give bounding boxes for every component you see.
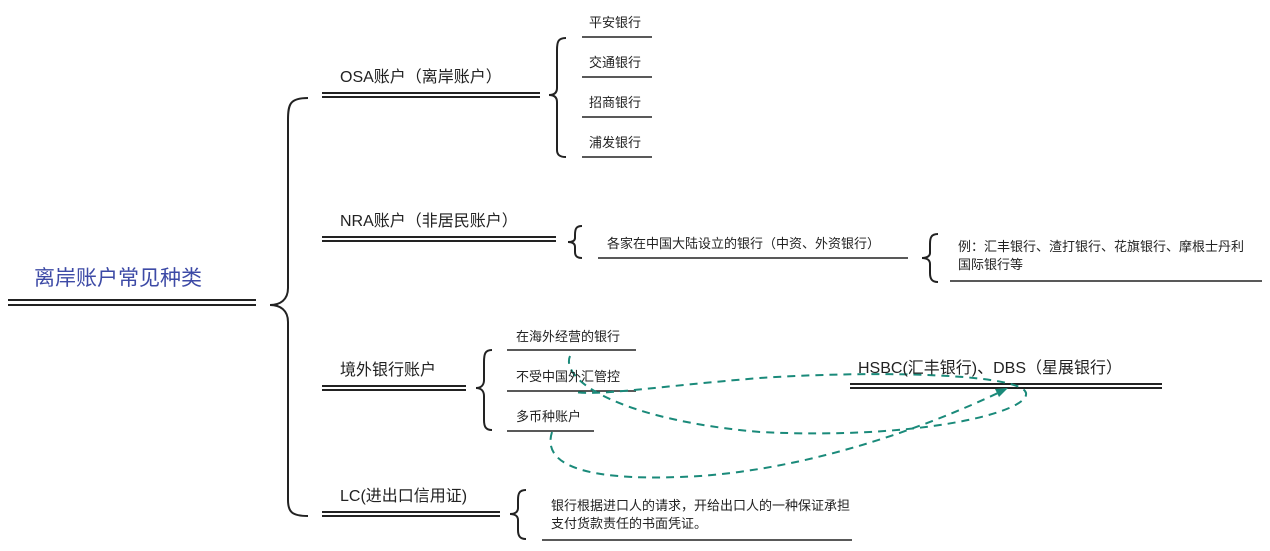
offshore-child-multi-currency[interactable]: 多币种账户 xyxy=(516,409,582,424)
branch-offshore-bank[interactable]: 境外银行账户 xyxy=(340,362,437,379)
osa-child-ping-an[interactable]: 平安银行 xyxy=(589,15,642,30)
branch-nra[interactable]: NRA账户（非居民账户） xyxy=(340,213,518,230)
osa-child-bocom[interactable]: 交通银行 xyxy=(589,55,642,70)
lc-child[interactable]: 银行根据进口人的请求，开给出口人的一种保证承担支付货款责任的书面凭证。 xyxy=(551,498,851,531)
offshore-child-no-fx-control[interactable]: 不受中国外汇管控 xyxy=(516,369,621,384)
osa-child-spdb[interactable]: 浦发银行 xyxy=(589,135,642,150)
offshore-child-overseas[interactable]: 在海外经营的银行 xyxy=(516,329,621,344)
root-topic[interactable]: 离岸账户常见种类 xyxy=(34,267,202,290)
nra-child[interactable]: 各家在中国大陆设立的银行（中资、外资银行） xyxy=(607,236,881,251)
branch-osa[interactable]: OSA账户（离岸账户） xyxy=(340,69,502,86)
osa-child-cmb[interactable]: 招商银行 xyxy=(589,95,642,110)
nra-grandchild[interactable]: 例：汇丰银行、渣打银行、花旗银行、摩根士丹利国际银行等 xyxy=(958,239,1245,272)
branch-lc[interactable]: LC(进出口信用证) xyxy=(340,488,468,505)
offshore-example[interactable]: HSBC(汇丰银行)、DBS（星展银行） xyxy=(858,360,1123,377)
